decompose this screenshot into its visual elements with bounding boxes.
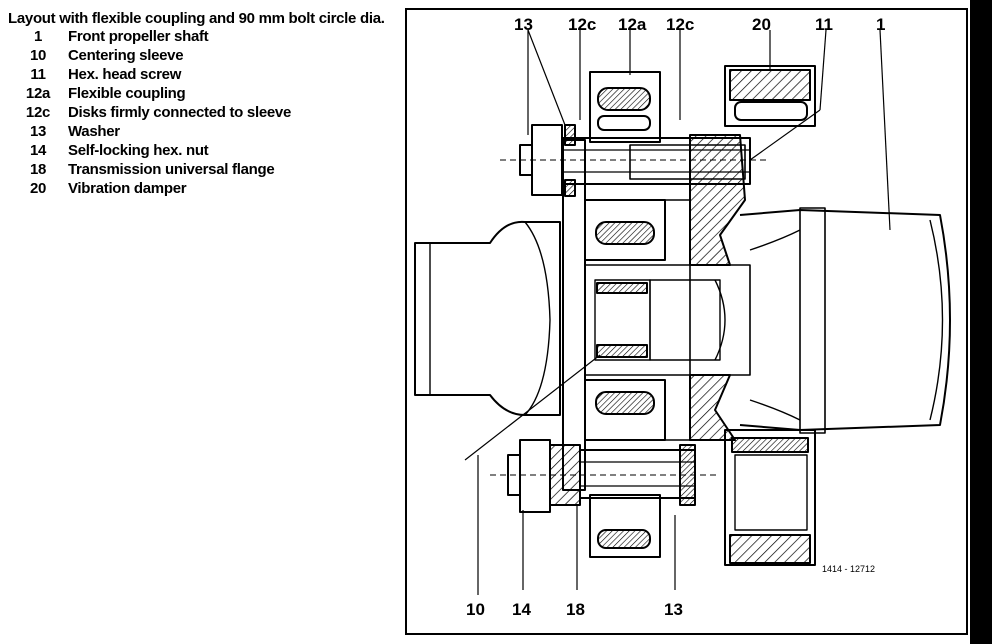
legend-item-number: 10 — [29, 47, 47, 64]
vibration-damper-bottom — [724, 429, 816, 566]
flexible-coupling-mid-upper — [584, 199, 666, 261]
figure-frame — [405, 8, 968, 635]
bottom-label: 14 — [512, 600, 531, 619]
legend-item-text: Transmission universal flange — [68, 161, 275, 178]
legend-item-text: Centering sleeve — [68, 47, 184, 64]
top-label: 11 — [815, 15, 833, 34]
legend-item: 1 Front propeller shaft — [8, 27, 400, 46]
hex-head-screw-top — [519, 124, 751, 197]
self-locking-nut-bottom — [507, 439, 696, 513]
legend-title: Layout with flexible coupling and 90 mm … — [8, 10, 385, 27]
top-label: 13 — [514, 15, 533, 34]
legend-item-number: 18 — [29, 161, 47, 178]
flexible-coupling-top — [589, 71, 661, 143]
legend-item-number: 20 — [29, 180, 47, 197]
legend-item-text: Self-locking hex. nut — [68, 142, 209, 159]
legend-item: 12a Flexible coupling — [8, 84, 400, 103]
legend-item: 11 Hex. head screw — [8, 65, 400, 84]
top-label: 12c — [568, 15, 596, 34]
legend-item: 20 Vibration damper — [8, 179, 400, 198]
legend-item-number: 1 — [33, 28, 43, 45]
legend-item-text: Front propeller shaft — [68, 28, 209, 45]
top-label: 12c — [666, 15, 694, 34]
legend-item-number: 14 — [29, 142, 47, 159]
legend-item-number: 13 — [29, 123, 47, 140]
propeller-shaft-flange — [689, 134, 746, 266]
page-edge-bar — [970, 0, 992, 644]
legend-item: 14 Self-locking hex. nut — [8, 141, 400, 160]
legend-item: 13 Washer — [8, 122, 400, 141]
legend-item: 10 Centering sleeve — [8, 46, 400, 65]
front-propeller-shaft — [739, 209, 951, 431]
transmission-housing — [414, 220, 561, 416]
flexible-coupling-mid-lower — [584, 379, 666, 441]
legend-item-text: Disks firmly connected to sleeve — [68, 104, 291, 121]
bottom-label: 10 — [466, 600, 485, 619]
top-label: 12a — [618, 15, 647, 34]
top-label: 20 — [752, 15, 771, 34]
legend: Layout with flexible coupling and 90 mm … — [8, 10, 400, 198]
legend-item-text: Hex. head screw — [68, 66, 182, 83]
legend-item-text: Vibration damper — [68, 180, 187, 197]
drawing-code: 1414 - 12712 — [822, 564, 875, 574]
legend-item-text: Flexible coupling — [68, 85, 186, 102]
legend-item: 12c Disks firmly connected to sleeve — [8, 103, 400, 122]
legend-item: 18 Transmission universal flange — [8, 160, 400, 179]
legend-item-number: 11 — [30, 66, 46, 83]
legend-item-text: Washer — [68, 123, 120, 140]
flexible-coupling-bottom — [589, 494, 661, 558]
legend-item-number: 12c — [25, 104, 51, 121]
top-label: 1 — [876, 15, 885, 34]
bottom-label: 13 — [664, 600, 683, 619]
bottom-label: 18 — [566, 600, 585, 619]
legend-item-number: 12a — [25, 85, 51, 102]
